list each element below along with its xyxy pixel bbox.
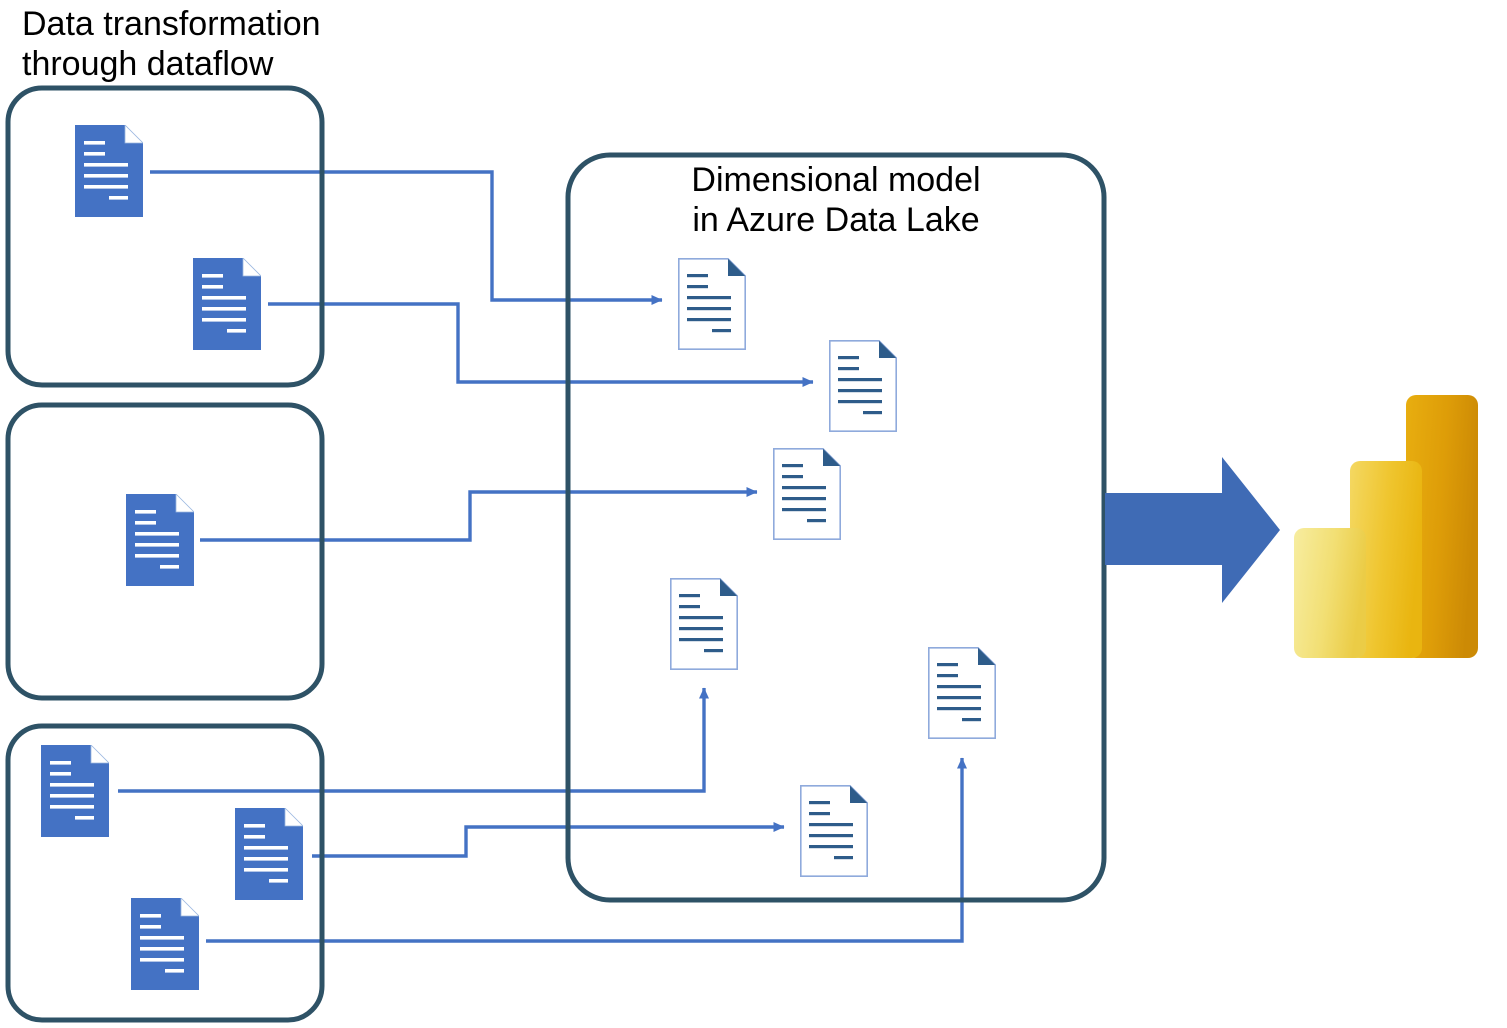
lake-doc-f	[928, 647, 996, 739]
lake-doc-a	[678, 258, 746, 350]
dimensional-model-container	[565, 152, 1107, 903]
power-bi-logo	[1294, 395, 1478, 658]
source-doc-1	[75, 125, 143, 217]
source-doc-5	[235, 808, 303, 900]
source-documents-layer	[41, 125, 303, 990]
source-group-1	[5, 85, 325, 388]
lake-doc-d	[670, 578, 738, 670]
powerbi-bar-large	[1406, 395, 1478, 658]
connector-doc6-to-lakedoc-f	[206, 757, 967, 943]
source-group-3	[5, 723, 325, 1023]
connector-doc4-to-lakedoc-d	[118, 687, 709, 793]
source-doc-3	[126, 494, 194, 586]
flow-arrow-to-powerbi	[1105, 457, 1280, 603]
lake-doc-c	[773, 448, 841, 540]
source-group-2	[5, 402, 325, 701]
connector-doc2-to-lakedoc-b	[268, 302, 814, 387]
powerbi-bar-small	[1294, 528, 1366, 658]
connector-doc3-to-lakedoc-c	[200, 487, 758, 542]
connector-doc5-to-lakedoc-e	[312, 822, 785, 858]
source-doc-2	[193, 258, 261, 350]
powerbi-bar-medium	[1350, 461, 1422, 658]
source-doc-6	[131, 898, 199, 990]
source-doc-4	[41, 745, 109, 837]
lake-doc-b	[829, 340, 897, 432]
lake-doc-e	[800, 785, 868, 877]
lake-documents-layer	[670, 258, 996, 877]
